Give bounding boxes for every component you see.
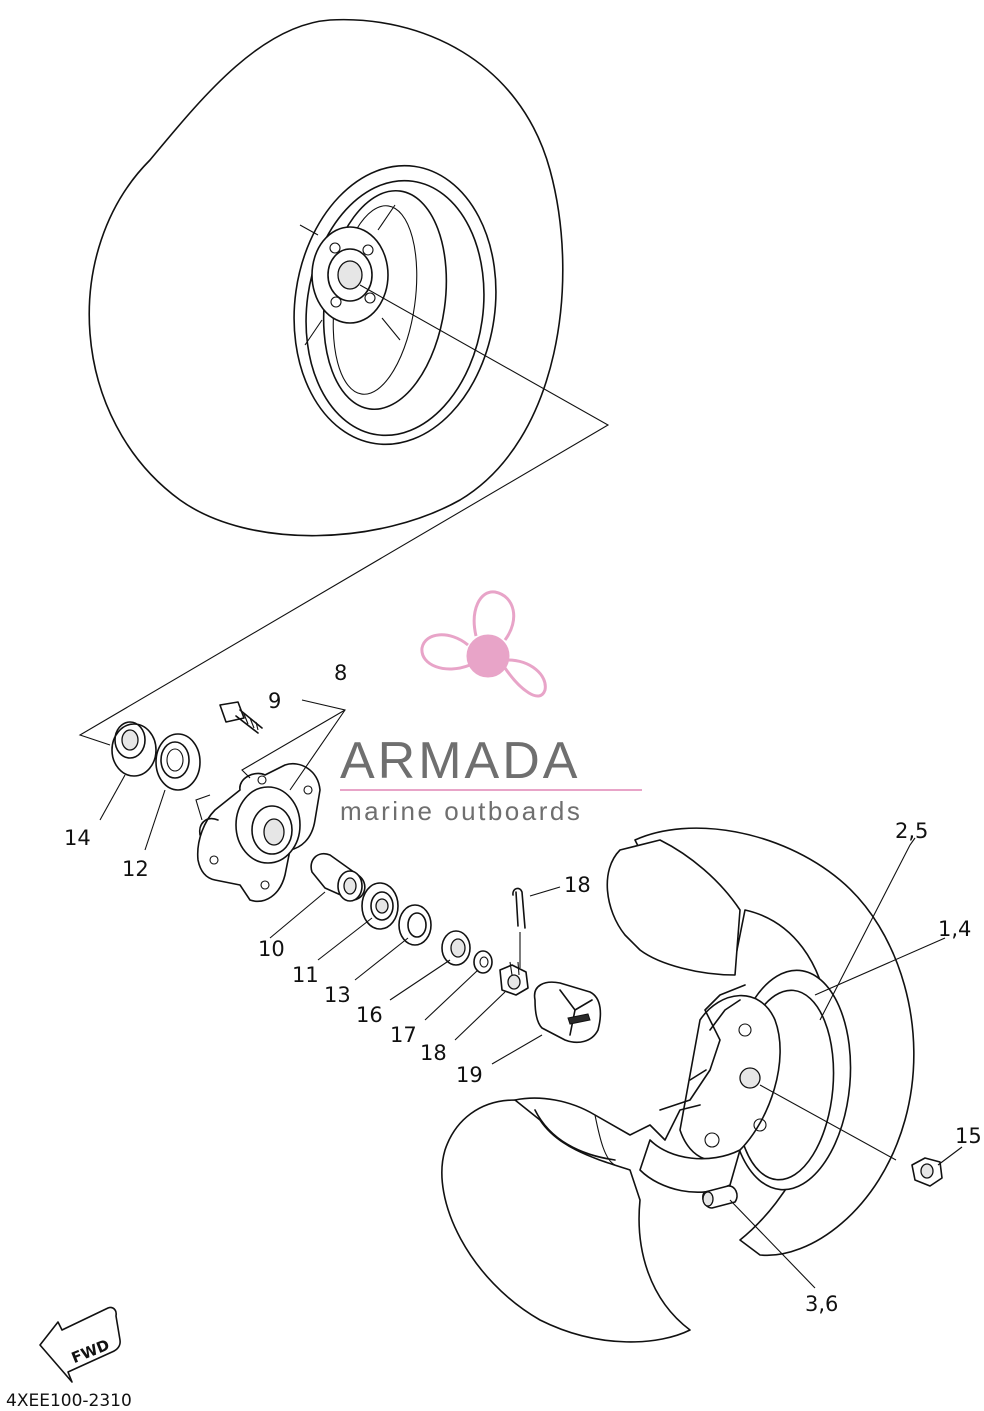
- callout-1-4: 1,4: [938, 917, 971, 941]
- part-3-6-valve: [702, 1185, 738, 1209]
- callout-8: 9: [268, 689, 281, 713]
- part-19-cap: [533, 981, 602, 1044]
- callout-labels: 8 9 14 12 10 11 13 16 17 18 19 18 2,5 1,…: [64, 661, 982, 1316]
- brand-divider: [340, 789, 642, 791]
- part-17-nut: [499, 961, 529, 996]
- armada-logo: ARMADA marine outboards: [340, 590, 642, 826]
- callout-9: 10: [258, 937, 285, 961]
- part-10-bearing: [361, 882, 399, 930]
- part-13-bearing: [111, 721, 157, 777]
- assembled-wheel: [78, 18, 610, 746]
- callout-11: 12: [122, 857, 149, 881]
- callout-7: 8: [334, 661, 347, 685]
- callout-2-5: 2,5: [895, 819, 928, 843]
- callout-12: 13: [324, 983, 351, 1007]
- brand-tagline: marine outboards: [340, 796, 582, 826]
- callout-14: 15: [955, 1124, 982, 1148]
- part-8-bolt: [219, 701, 263, 734]
- callout-15: 16: [356, 1003, 383, 1027]
- callout-19: 19: [456, 1063, 483, 1087]
- callout-10: 11: [292, 963, 319, 987]
- part-15-collar: [441, 930, 471, 966]
- diagram-code: 4XEE100-2310: [6, 1391, 132, 1411]
- leader-lines: [99, 699, 963, 1289]
- part-14-nut: [911, 1157, 943, 1187]
- propeller-logo-icon: [420, 590, 547, 698]
- part-11-bearing: [155, 733, 201, 791]
- exploded-parts: [111, 701, 602, 1044]
- part-16-washer: [473, 950, 493, 974]
- exploded-wheel: [441, 827, 943, 1343]
- callout-16: 17: [390, 1023, 417, 1047]
- callout-18: 18: [564, 873, 591, 897]
- part-12-seal: [398, 904, 432, 946]
- brand-name: ARMADA: [340, 732, 580, 790]
- callout-17: 18: [420, 1041, 447, 1065]
- part-7-hub: [195, 763, 321, 902]
- part-18-cotter-pin: [512, 887, 526, 968]
- callout-13: 14: [64, 826, 91, 850]
- part-9-spacer: [310, 853, 366, 902]
- callout-3-6: 3,6: [805, 1292, 838, 1316]
- fwd-arrow-icon: FWD: [39, 1306, 121, 1383]
